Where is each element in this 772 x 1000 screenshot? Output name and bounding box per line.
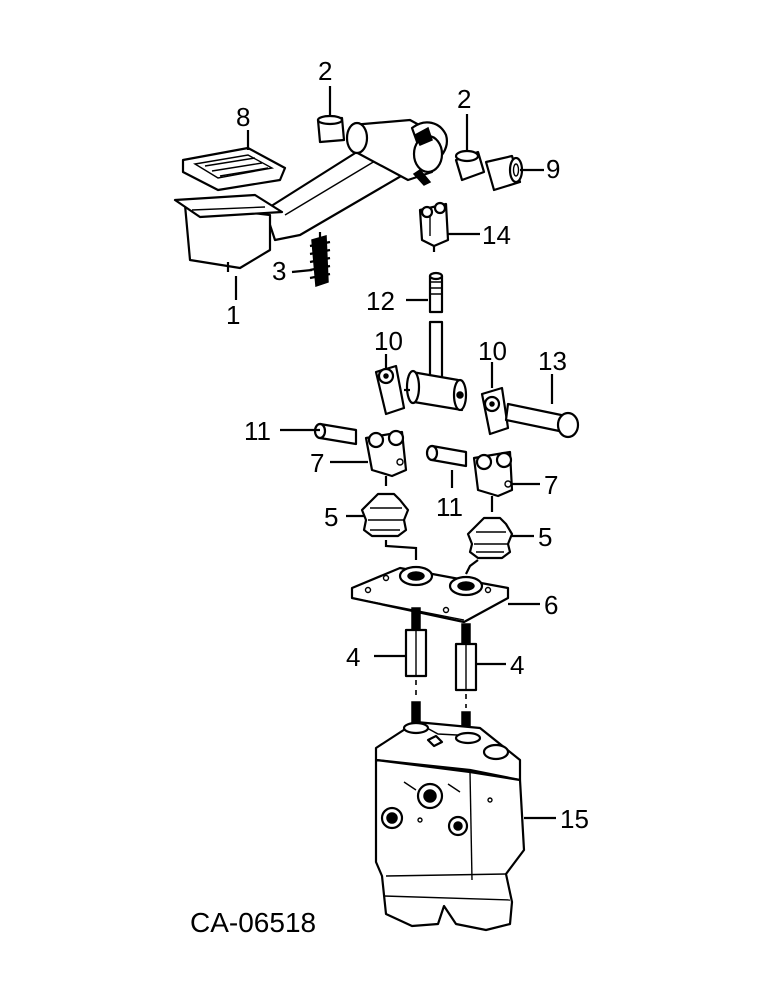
callout-9: 9 [546,154,560,184]
part-6-plate [350,565,510,624]
part-13-long-pin [504,402,580,439]
part-2-bushing-left [316,114,346,144]
part-4-stud-left [404,607,428,696]
part-10-link-right [480,386,510,436]
part-5-boot-left [360,492,410,538]
callout-7: 7 [310,448,324,478]
callout-12: 12 [366,286,395,316]
callout-labels: 2 2 8 9 3 1 14 12 10 10 13 11 7 11 7 5 5… [226,56,589,834]
callout-2: 2 [318,56,332,86]
part-10-link-left [374,364,410,416]
callout-10: 10 [478,336,507,366]
part-12-pin [428,271,444,314]
cross-shaft-assembly [405,320,468,412]
callout-6: 6 [544,590,558,620]
callout-2: 2 [457,84,471,114]
callout-10: 10 [374,326,403,356]
part-1-pedal-lever [173,118,448,272]
part-8-pedal-pad [181,146,287,192]
callout-3: 3 [272,256,286,286]
callout-5: 5 [538,522,552,552]
part-3-spring [309,232,331,288]
part-11-pin-right [425,444,468,468]
callout-15: 15 [560,804,589,834]
part-2-bushing-right [454,149,486,182]
callout-11: 11 [436,492,463,522]
leader-lines [234,86,556,820]
callout-4: 4 [346,642,360,672]
callout-14: 14 [482,220,511,250]
callout-13: 13 [538,346,567,376]
part-9-washer [484,154,524,192]
part-11-pin-left [313,422,358,446]
drawing-code: CA-06518 [190,907,316,938]
callout-4: 4 [510,650,524,680]
part-14-clevis [418,201,450,252]
part-7-yoke-right [472,450,514,512]
callout-1: 1 [226,300,240,330]
part-7-yoke-left [364,429,408,486]
part-4-stud-right [454,623,478,708]
part-15-valve-body [374,701,526,932]
callout-11: 11 [244,416,271,446]
callout-7: 7 [544,470,558,500]
callout-5: 5 [324,502,338,532]
part-5-boot-right [466,516,514,560]
callout-8: 8 [236,102,250,132]
